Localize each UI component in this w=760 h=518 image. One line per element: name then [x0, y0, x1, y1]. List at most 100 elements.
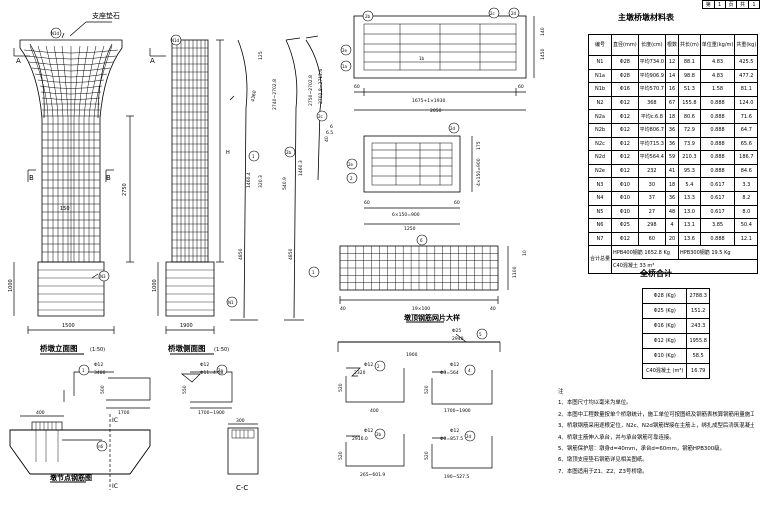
- bom-header: 编号: [587, 34, 613, 56]
- shape-n2b-label: Φ12: [364, 428, 373, 434]
- bubble-curve: 2b: [286, 150, 292, 155]
- mesh-dim: 19×100: [412, 306, 430, 312]
- dim-1000: 1000: [8, 279, 14, 292]
- top-bar-label: Φ25: [452, 328, 461, 334]
- pier-side-view: [157, 39, 224, 355]
- bom-cell: 71.6: [734, 109, 759, 124]
- dim-1500: 1500: [62, 323, 75, 329]
- curve-label: 2750~2702.8: [308, 75, 314, 106]
- bom-cell: 20: [664, 231, 680, 247]
- bar-n1-dim: 500: [100, 385, 106, 394]
- sheet-cell: 1: [747, 0, 760, 9]
- bom-cell: 12: [664, 55, 680, 70]
- bubble-bar-n2a: 2a: [218, 368, 224, 373]
- notes: 注 1、本图尺寸均以毫米为单位。2、本图中工程数量按单个桥墩统计，施工单位可按图…: [558, 387, 754, 478]
- shape-n4-w: 1700~1900: [444, 408, 471, 414]
- bom-cell: 36: [664, 122, 680, 138]
- bom-cell: N2c: [587, 136, 613, 152]
- summary-cell: C40混凝土 (m³): [641, 363, 688, 379]
- section-b-left: B: [29, 174, 34, 182]
- curve-label: 1460.3: [298, 160, 304, 176]
- bom-cell: N1b: [587, 82, 613, 97]
- bar-n2a-label: Φ12: [200, 362, 209, 368]
- bom-cell: Φ12: [611, 163, 639, 179]
- bom-cell: 平均734.0: [637, 55, 667, 70]
- bom-cell: 60: [637, 231, 667, 247]
- pier-elevation: [13, 21, 166, 355]
- bar-shape-n4: [431, 370, 493, 405]
- shape-n2b-w: 265~601.9: [360, 472, 385, 478]
- shape-n4-sub: Φ3=564: [440, 370, 459, 376]
- bubble-side-n1d: N1d: [171, 38, 180, 43]
- bom-cell: 18: [664, 109, 680, 124]
- section-b-right: B: [106, 174, 111, 182]
- bom-cell: 155.8: [678, 95, 701, 111]
- bom-cell: 0.888: [699, 122, 736, 138]
- bom-cell: 0.617: [699, 190, 736, 206]
- cap-section: [9, 414, 151, 490]
- bar-shape-n2a: [181, 371, 233, 409]
- bubble-plan: 2d: [511, 11, 517, 16]
- bom-cell: 81.1: [734, 82, 759, 97]
- bubble-plan: 2b: [365, 14, 371, 19]
- top-bar-n5: [337, 333, 501, 352]
- summary-row: Φ12 (Kg)1955.8: [641, 333, 710, 349]
- summary-cell: 243.3: [686, 318, 710, 334]
- top-bar-len: 2940: [452, 336, 464, 342]
- bom-cell: Φ12: [611, 231, 639, 247]
- shape-n2d-h: 520: [424, 451, 430, 460]
- bom-cell: 298: [637, 218, 667, 233]
- bom-cell: Φ12: [611, 136, 639, 152]
- bom-cell: 477.2: [734, 68, 759, 84]
- bubble-cap: n6: [98, 444, 104, 449]
- shape-n4-bub: 4: [468, 368, 471, 373]
- shape-n2-w: 400: [370, 408, 379, 414]
- bom-cell: Φ10: [611, 190, 639, 206]
- sheet-cell: 1: [713, 0, 726, 9]
- shape-n2-label: Φ12: [364, 362, 373, 368]
- summary-cell: Φ12 (Kg): [641, 333, 688, 349]
- shape-n2b-h: 520: [338, 451, 344, 460]
- bom-footer-row: 合计总量 HPB400钢筋 1652.8 Kg HPB300钢筋 19.5 Kg: [587, 245, 759, 274]
- summary-cell: Φ10 (Kg): [641, 348, 688, 364]
- section-ic-upper: IC: [112, 417, 118, 424]
- bar-shape-n2b: [345, 434, 405, 467]
- summary-cell: 151.2: [686, 303, 710, 319]
- bom-cell: Φ10: [611, 177, 639, 192]
- bom-cell: 0.888: [699, 163, 736, 179]
- bom-cell: Φ12: [611, 109, 639, 124]
- bubble-plan: 2c: [490, 11, 495, 16]
- bom-cell: 13.0: [678, 204, 701, 220]
- bom-cell: 88.1: [678, 55, 701, 70]
- shape-n2b-bub: 2b: [376, 432, 382, 437]
- shape-n2d-bub: 2d: [466, 434, 472, 439]
- bom-cell: 3.3: [734, 177, 759, 192]
- curve-label: 320.3: [258, 175, 264, 188]
- bom-header: 共重(kg): [734, 34, 759, 56]
- shape-n2-bub: 2: [377, 364, 380, 369]
- bar-n2a-dim: 550: [182, 385, 188, 394]
- bom-cell: 0.888: [699, 150, 736, 165]
- plan-top-dim: 2050: [430, 108, 442, 114]
- top-bar-dim: 1900: [406, 352, 418, 358]
- summary-title: 全桥合计: [640, 269, 672, 278]
- bom-cell: 18: [664, 177, 680, 192]
- curve-label: 540.9: [282, 177, 288, 190]
- curve-label: 40: [324, 136, 330, 142]
- bom-cell: Φ12: [611, 150, 639, 165]
- bubble-n3: N3: [100, 274, 106, 279]
- plan-top-dim: 1675+1×1930: [412, 98, 445, 104]
- section-a-right: A: [150, 57, 155, 65]
- bom-cell: 37: [637, 190, 667, 206]
- bom-header: 直径(mm): [611, 34, 639, 56]
- curve-label: 4850: [288, 248, 294, 260]
- bom-cell: 425.5: [734, 55, 759, 70]
